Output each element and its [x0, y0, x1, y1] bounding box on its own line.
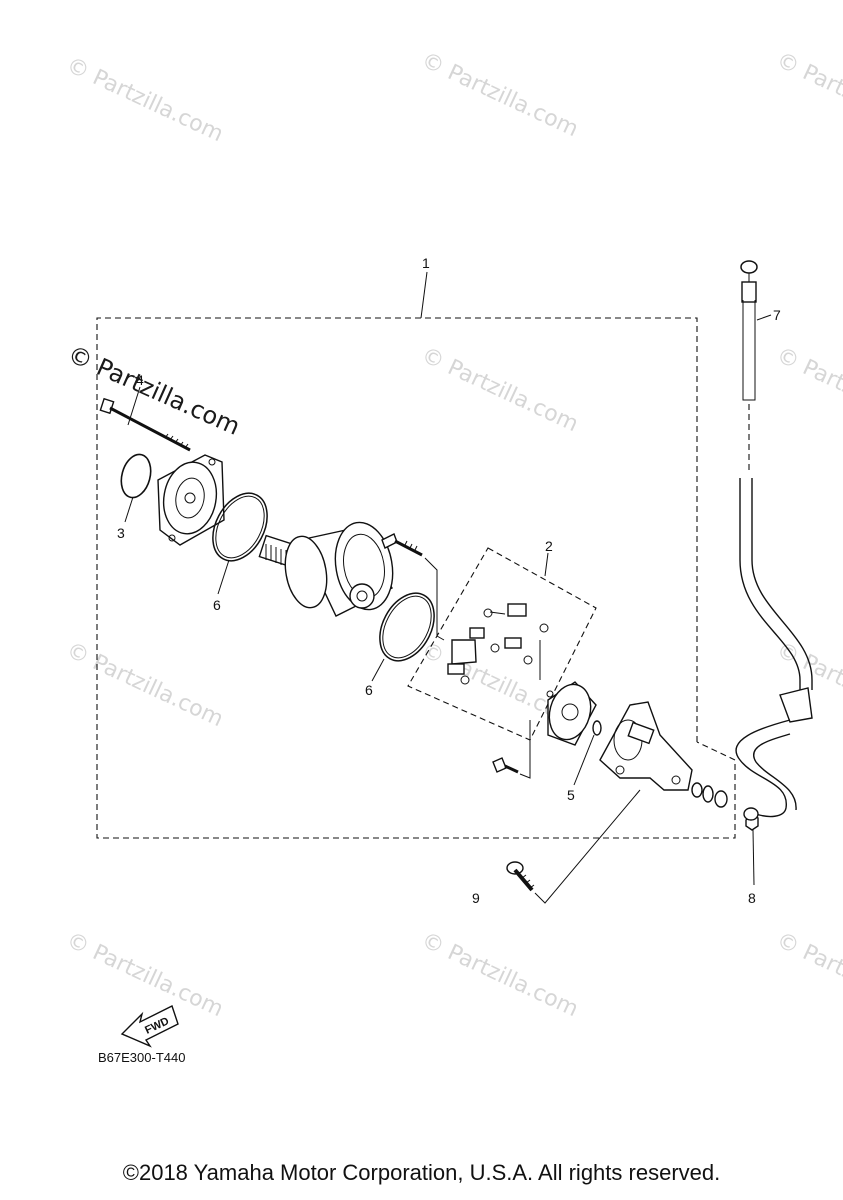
watermark: © Partzilla.com [772, 928, 843, 1022]
washers-and-nuts [691, 782, 759, 831]
watermark-prominent: © Partzilla.com [64, 340, 245, 441]
callout-4: 4 [136, 372, 144, 388]
small-screw [492, 757, 519, 774]
terminal-bolt-guide [424, 557, 445, 641]
gasket-ring-right [379, 592, 435, 662]
o-ring [120, 453, 152, 499]
front-cover [157, 454, 225, 546]
watermark: © Partzilla.com [417, 343, 581, 437]
brush-holder-parts [447, 603, 549, 685]
starter-cable [735, 260, 813, 821]
watermark: © Partzilla.com [417, 928, 581, 1022]
brush-plate [546, 681, 597, 746]
watermark: © Partzilla.com [772, 48, 843, 142]
callout-7: 7 [773, 307, 781, 323]
watermark: © Partzilla.com [62, 928, 226, 1022]
callouts: 1 2 3 4 5 6 6 7 8 9 [117, 255, 781, 906]
callout-5: 5 [567, 787, 575, 803]
callout-2: 2 [545, 538, 553, 554]
terminal-bolt [381, 533, 423, 557]
callout-9: 9 [472, 890, 480, 906]
through-bolt [99, 397, 191, 452]
diagram-code: B67E300-T440 [98, 1050, 185, 1065]
watermark: © Partzilla.com [417, 48, 581, 142]
callout-8: 8 [748, 890, 756, 906]
callout-3: 3 [117, 525, 125, 541]
mounting-bolt [506, 861, 535, 892]
rear-cover [599, 701, 693, 791]
starter-assembly-boundary [96, 317, 736, 839]
callout-leaders [124, 271, 772, 886]
copyright-notice: ©2018 Yamaha Motor Corporation, U.S.A. A… [122, 1160, 721, 1185]
small-o-ring [592, 720, 602, 736]
watermark: © Partzilla.com [62, 53, 226, 147]
callout-6-right: 6 [365, 682, 373, 698]
watermark: © Partzilla.com [772, 343, 843, 437]
gasket-ring-left [212, 492, 268, 562]
mounting-bolt-guide [534, 789, 641, 904]
small-screw-guide [519, 720, 531, 779]
fwd-arrow-icon: FWD [120, 1005, 179, 1048]
callout-1: 1 [422, 255, 430, 271]
watermark: © Partzilla.com [62, 638, 226, 732]
motor-armature [258, 521, 394, 617]
callout-6-left: 6 [213, 597, 221, 613]
